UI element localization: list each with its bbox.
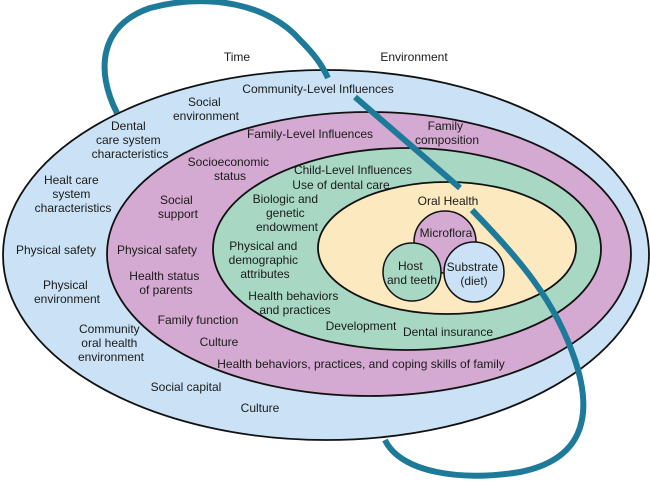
child-item: Development — [326, 319, 397, 333]
child-item: Dental insurance — [403, 325, 493, 339]
community-item: Community oral health environment — [78, 322, 145, 364]
child-item: Health behaviors and practices — [248, 289, 341, 317]
curve-segment-community — [353, 94, 462, 191]
time-label: Time — [224, 50, 251, 64]
child-level-title: Child-Level Influences — [294, 163, 412, 177]
curve-top-loop — [101, 0, 331, 115]
community-item: Physical environment — [34, 278, 101, 306]
family-item: Family function — [158, 313, 239, 327]
child-item: Use of dental care — [292, 178, 390, 192]
family-level-title: Family-Level Influences — [247, 127, 373, 141]
substrate-label: Substrate (diet) — [447, 260, 502, 288]
community-item: Dental care system characteristics — [92, 119, 169, 161]
host-and-teeth-circle — [382, 242, 442, 302]
curve-segment-oral — [382, 207, 587, 479]
family-item: Socioeconomic status — [188, 155, 273, 183]
community-item: Social environment — [173, 95, 240, 123]
community-item: Physical safety — [16, 243, 96, 257]
family-item: Social support — [158, 193, 199, 221]
family-item: Culture — [200, 335, 239, 349]
host-and-teeth-label: Host and teeth — [387, 259, 437, 287]
oral-health-title: Oral Health — [418, 194, 479, 208]
environment-label: Environment — [380, 50, 448, 64]
child-item: Biologic and genetic endowment — [253, 192, 322, 234]
substrate-circle — [443, 241, 505, 303]
community-level-title: Community-Level Influences — [242, 82, 393, 96]
community-item: Social capital — [151, 380, 222, 394]
family-item: Health behaviors, practices, and coping … — [217, 357, 504, 371]
time-environment-curve — [101, 0, 587, 479]
family-item: Health status of parents — [129, 269, 202, 297]
community-item: Healt care system characteristics — [35, 173, 112, 215]
family-item: Family composition — [415, 119, 479, 147]
child-item: Physical and demographic attributes — [229, 239, 302, 281]
family-item: Physical safety — [117, 243, 197, 257]
microflora-label: Microflora — [420, 226, 473, 240]
community-item: Culture — [241, 401, 280, 415]
